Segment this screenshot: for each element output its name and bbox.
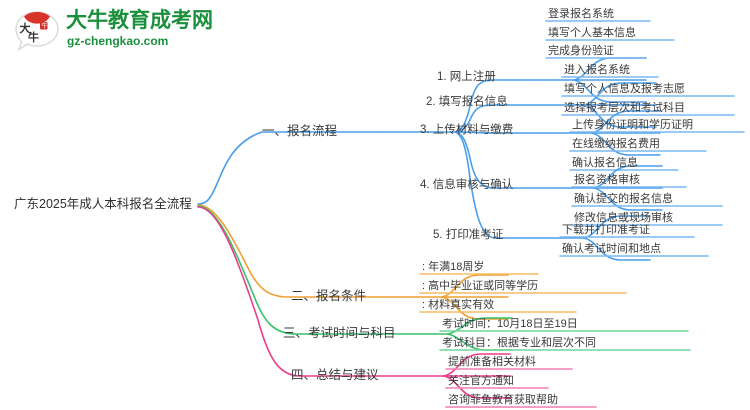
leaf-b2-2[interactable]: : 高中毕业证或同等学历 bbox=[422, 280, 539, 292]
leaf-b4-2[interactable]: 关注官方通知 bbox=[448, 375, 514, 387]
leaf-b4-1[interactable]: 提前准备相关材料 bbox=[448, 356, 536, 368]
branch-label-2[interactable]: 二、报名条件 bbox=[291, 289, 367, 303]
wire-root-branch3 bbox=[197, 205, 378, 335]
wire-s3-l1 bbox=[591, 110, 661, 134]
wire-b1-s5 bbox=[454, 131, 529, 239]
wire-root-branch2 bbox=[197, 204, 378, 298]
wire-s1-l3 bbox=[573, 79, 647, 103]
svg-text:牛: 牛 bbox=[28, 30, 39, 44]
leaf-b3-2[interactable]: 考试科目：根据专业和层次不同 bbox=[442, 337, 596, 349]
logo-wordmark: 大牛教育成考网 bbox=[66, 9, 213, 32]
wire-root-branch1 bbox=[197, 131, 378, 205]
mindmap-root-label[interactable]: 广东2025年成人本科报名全流程 bbox=[14, 197, 192, 211]
branch-label-3[interactable]: 三、考试时间与科目 bbox=[283, 326, 396, 340]
leaf-2-3[interactable]: 选择报考层次和考试科目 bbox=[564, 102, 685, 114]
leaf-b4-3[interactable]: 咨询菲鱼教育获取帮助 bbox=[448, 394, 558, 406]
leaf-4-1[interactable]: 报名资格审核 bbox=[574, 174, 640, 186]
wire-s4-l3 bbox=[593, 187, 663, 211]
leaf-3-1[interactable]: 上传身份证明和学历证明 bbox=[572, 119, 693, 131]
wire-b4-l1 bbox=[443, 353, 511, 377]
leaf-5-2[interactable]: 确认考试时间和地点 bbox=[562, 243, 661, 255]
leaf-4-3[interactable]: 修改信息或现场审核 bbox=[574, 212, 673, 224]
site-logo: 牛 大 牛 大牛教育成考网 gz-chengkao.com bbox=[14, 8, 213, 56]
logo-domain: gz-chengkao.com bbox=[67, 34, 169, 48]
leaf-1-1[interactable]: 登录报名系统 bbox=[548, 8, 614, 20]
wire-b1-s2 bbox=[454, 104, 529, 133]
wire-b2-l1 bbox=[441, 274, 509, 298]
branch-label-4[interactable]: 四、总结与建议 bbox=[291, 368, 379, 382]
leaf-b2-3[interactable]: : 材料真实有效 bbox=[422, 299, 495, 311]
sub-label-5[interactable]: 5. 打印准考证 bbox=[433, 229, 504, 241]
sub-label-1[interactable]: 1. 网上注册 bbox=[437, 71, 496, 83]
wire-s5-l2 bbox=[583, 237, 651, 261]
sub-label-3[interactable]: 3. 上传材料与缴费 bbox=[420, 124, 514, 136]
svg-text:牛: 牛 bbox=[42, 22, 48, 30]
leaf-2-2[interactable]: 填写个人信息及报考志愿 bbox=[564, 83, 685, 95]
leaf-3-2[interactable]: 在线缴纳报名费用 bbox=[572, 138, 660, 150]
wire-s5-l1 bbox=[583, 215, 651, 239]
wire-s4-l1 bbox=[593, 165, 663, 189]
wire-root-branch4 bbox=[197, 206, 378, 377]
svg-text:大: 大 bbox=[20, 21, 31, 35]
leaf-1-2[interactable]: 填写个人基本信息 bbox=[548, 27, 636, 39]
wire-s2-l3 bbox=[583, 104, 657, 128]
wire-b4-l3 bbox=[443, 375, 511, 399]
leaf-b2-1[interactable]: : 年满18周岁 bbox=[422, 261, 485, 273]
sub-label-4[interactable]: 4. 信息审核与确认 bbox=[420, 179, 514, 191]
leaf-b3-1[interactable]: 考试时间：10月18日至19日 bbox=[442, 318, 578, 330]
daniu-speech-bubble-logo: 牛 大 牛 bbox=[15, 11, 59, 52]
wire-b1-s3 bbox=[454, 131, 529, 134]
wire-s2-l1 bbox=[583, 82, 657, 106]
sub-label-2[interactable]: 2. 填写报名信息 bbox=[426, 96, 508, 108]
branch-label-1[interactable]: 一、报名流程 bbox=[262, 124, 338, 138]
leaf-5-1[interactable]: 下载并打印准考证 bbox=[562, 224, 650, 236]
leaf-2-1[interactable]: 进入报名系统 bbox=[564, 64, 630, 76]
wire-s3-l3 bbox=[591, 132, 661, 156]
wire-b1-s1 bbox=[454, 79, 529, 133]
leaf-3-3[interactable]: 确认报名信息 bbox=[572, 157, 638, 169]
leaf-1-3[interactable]: 完成身份验证 bbox=[548, 45, 614, 57]
leaf-4-2[interactable]: 确认提交的报名信息 bbox=[574, 193, 673, 205]
wire-b1-s4 bbox=[454, 131, 529, 189]
